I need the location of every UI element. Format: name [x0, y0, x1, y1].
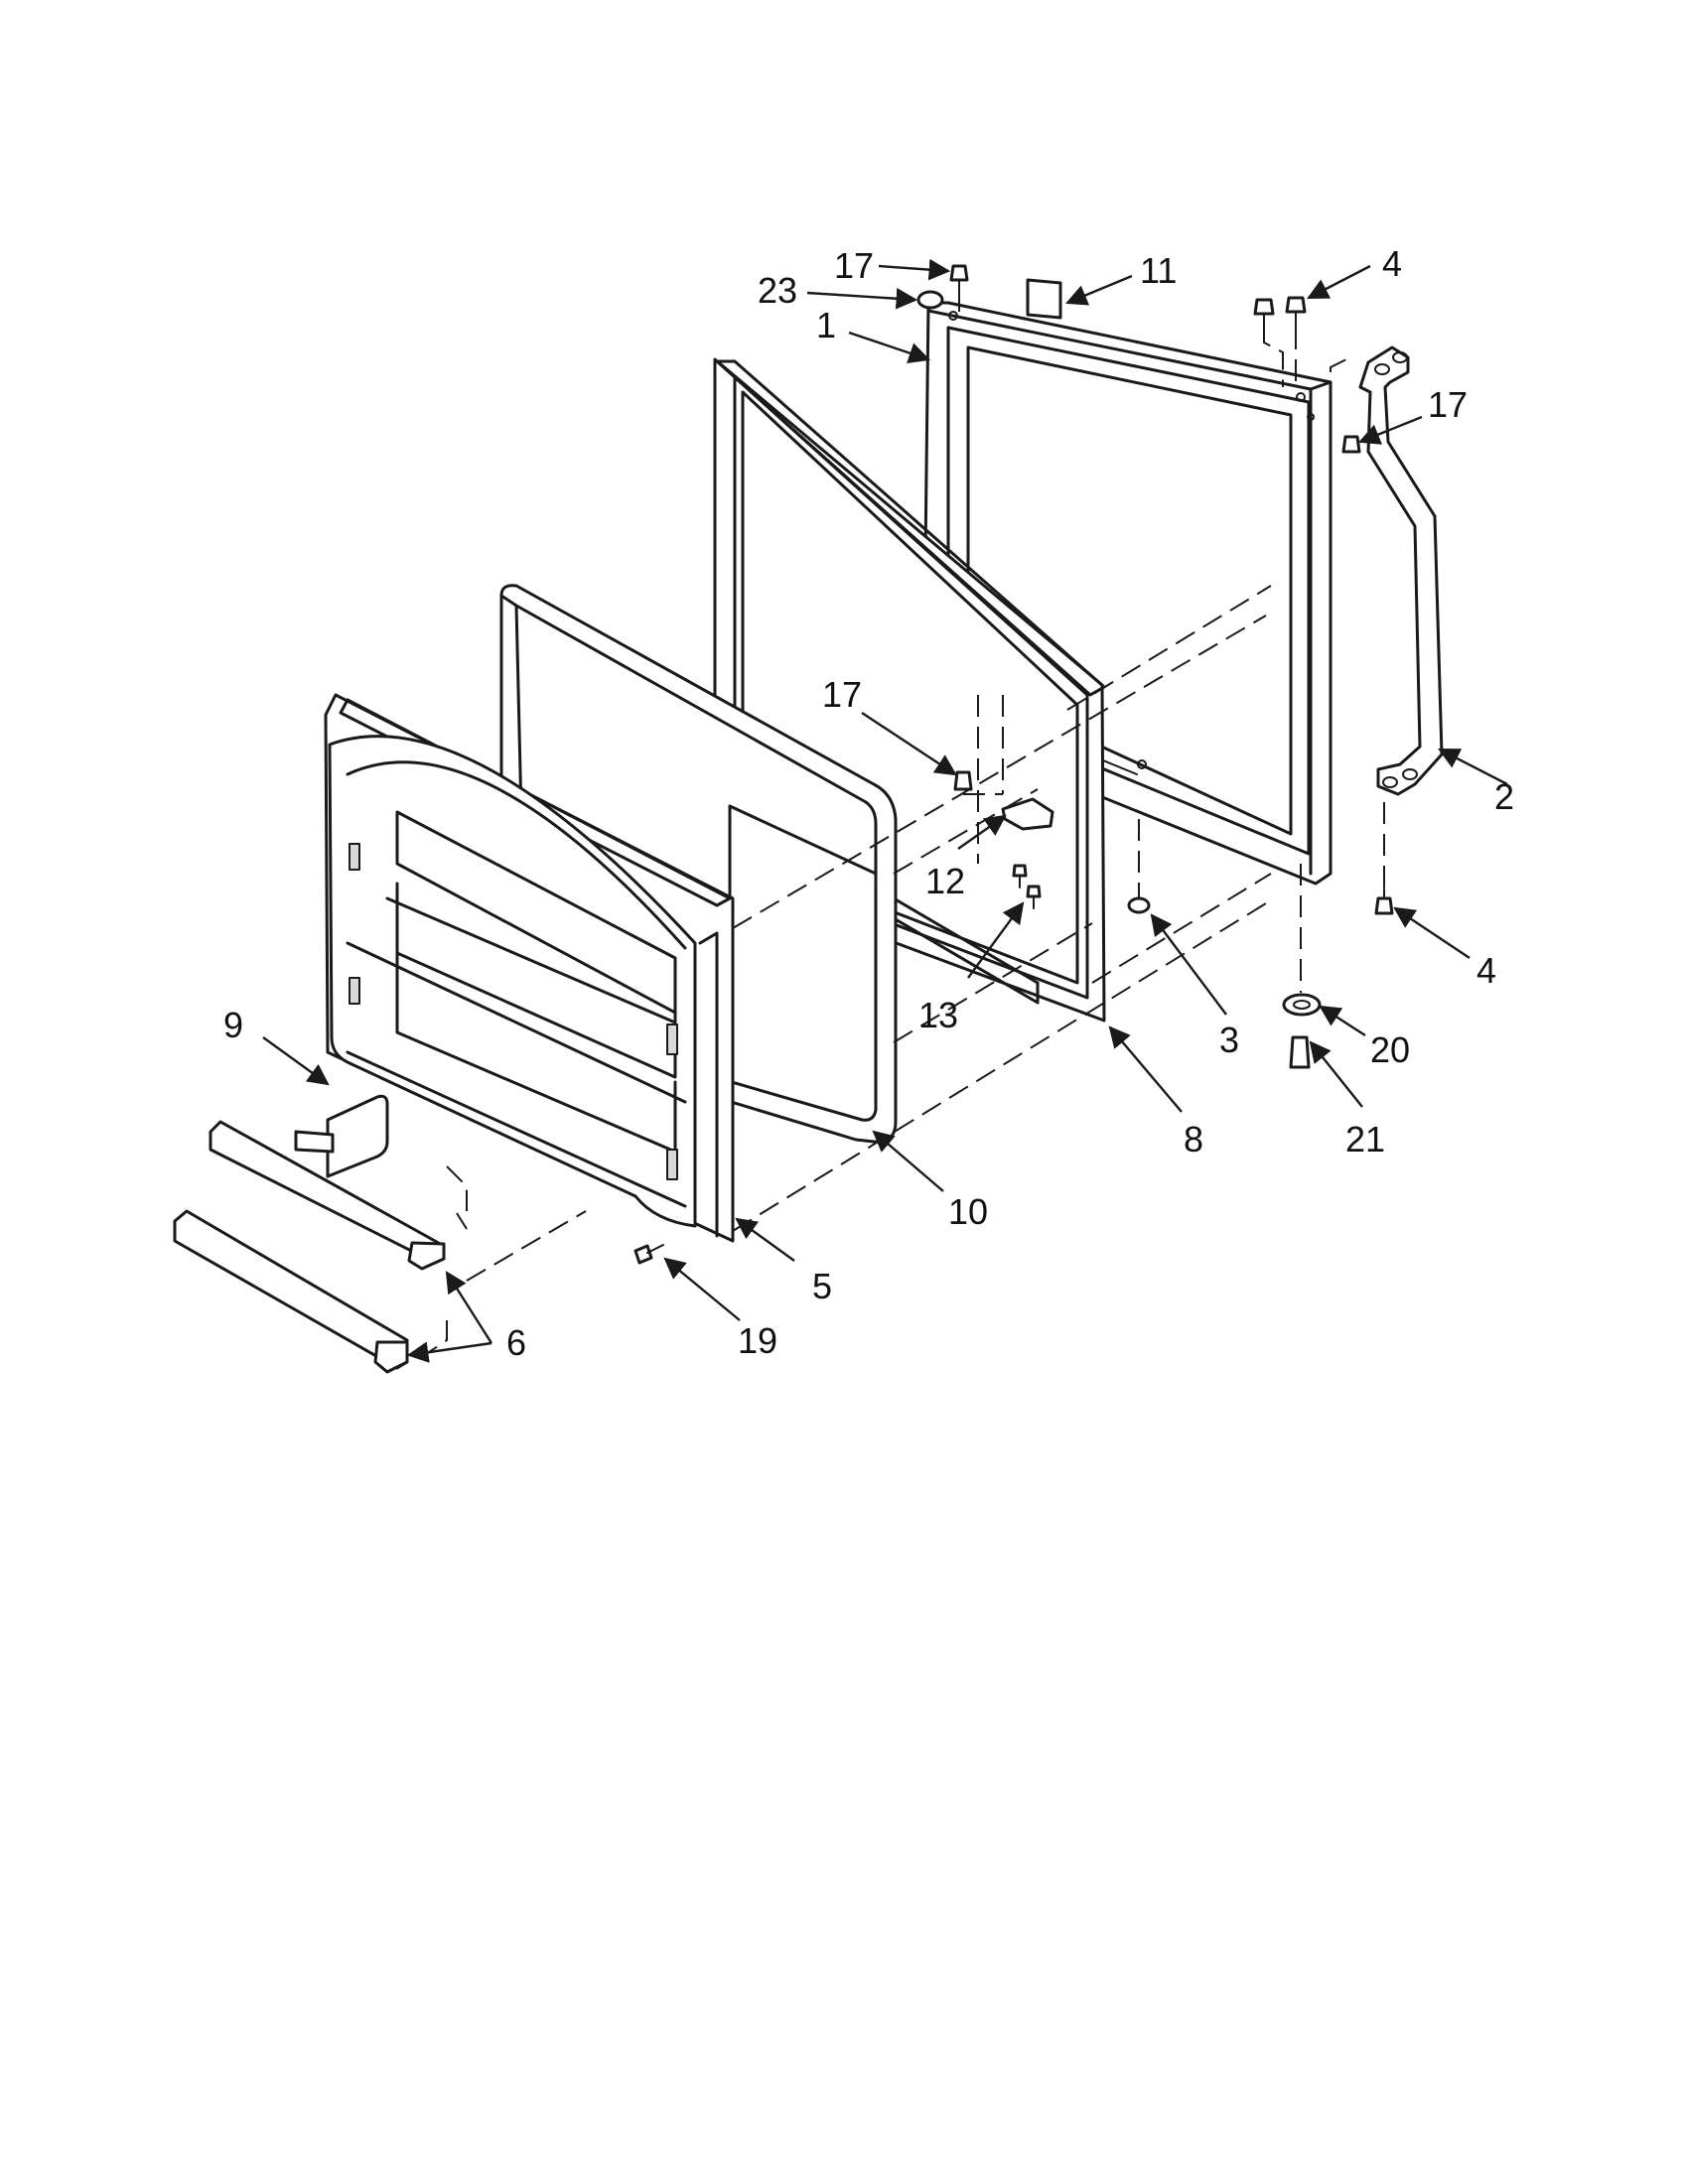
- part-2-hinge-bracket: [1358, 345, 1444, 796]
- callout-21: 21: [1345, 1119, 1385, 1160]
- callout-23: 23: [758, 270, 797, 311]
- callout-20: 20: [1370, 1029, 1410, 1070]
- bushing-21: [1289, 1035, 1311, 1069]
- callout-11: 11: [1140, 250, 1177, 291]
- callout-9: 9: [223, 1005, 243, 1045]
- callout-6: 6: [506, 1322, 526, 1363]
- callout-5: 5: [812, 1266, 832, 1306]
- part-5-door-panel: [324, 693, 735, 1243]
- callout-10: 10: [948, 1191, 988, 1232]
- part-9-shelf-fence: [294, 1094, 389, 1178]
- callout-4-top: 4: [1382, 243, 1402, 284]
- callout-13: 13: [918, 995, 958, 1035]
- callout-4-bottom: 4: [1476, 950, 1496, 991]
- washer-20: [1282, 993, 1322, 1017]
- screws-13: [1012, 864, 1042, 909]
- plug-23: [916, 290, 944, 310]
- callout-labels: 17 23 11 4 1 17 17 2 12 13 3 4 9 20 8 21…: [223, 243, 1514, 1363]
- part-11-label: [1026, 278, 1062, 320]
- callout-17-right: 17: [1428, 384, 1468, 425]
- screws-4-top: [1253, 296, 1307, 329]
- part-6-lower-shelf: [173, 1209, 409, 1374]
- callout-12: 12: [925, 861, 965, 901]
- screw-17-right: [1341, 435, 1361, 454]
- callout-19: 19: [738, 1320, 777, 1361]
- callout-3: 3: [1219, 1020, 1239, 1060]
- callout-2: 2: [1494, 776, 1514, 817]
- callout-17-top: 17: [834, 245, 874, 286]
- alignment-lines: [416, 290, 1385, 1361]
- callout-1: 1: [816, 305, 836, 345]
- screw-17-center: [953, 770, 973, 791]
- screw-17-top: [949, 264, 969, 291]
- screw-19: [633, 1244, 664, 1265]
- callout-17-center: 17: [822, 674, 862, 715]
- part-6-upper-shelf: [209, 1120, 446, 1271]
- washer-3: [1127, 896, 1151, 914]
- leader-arrows: [262, 258, 1508, 1363]
- callout-8: 8: [1184, 1119, 1203, 1160]
- screw-4-bottom: [1374, 887, 1394, 915]
